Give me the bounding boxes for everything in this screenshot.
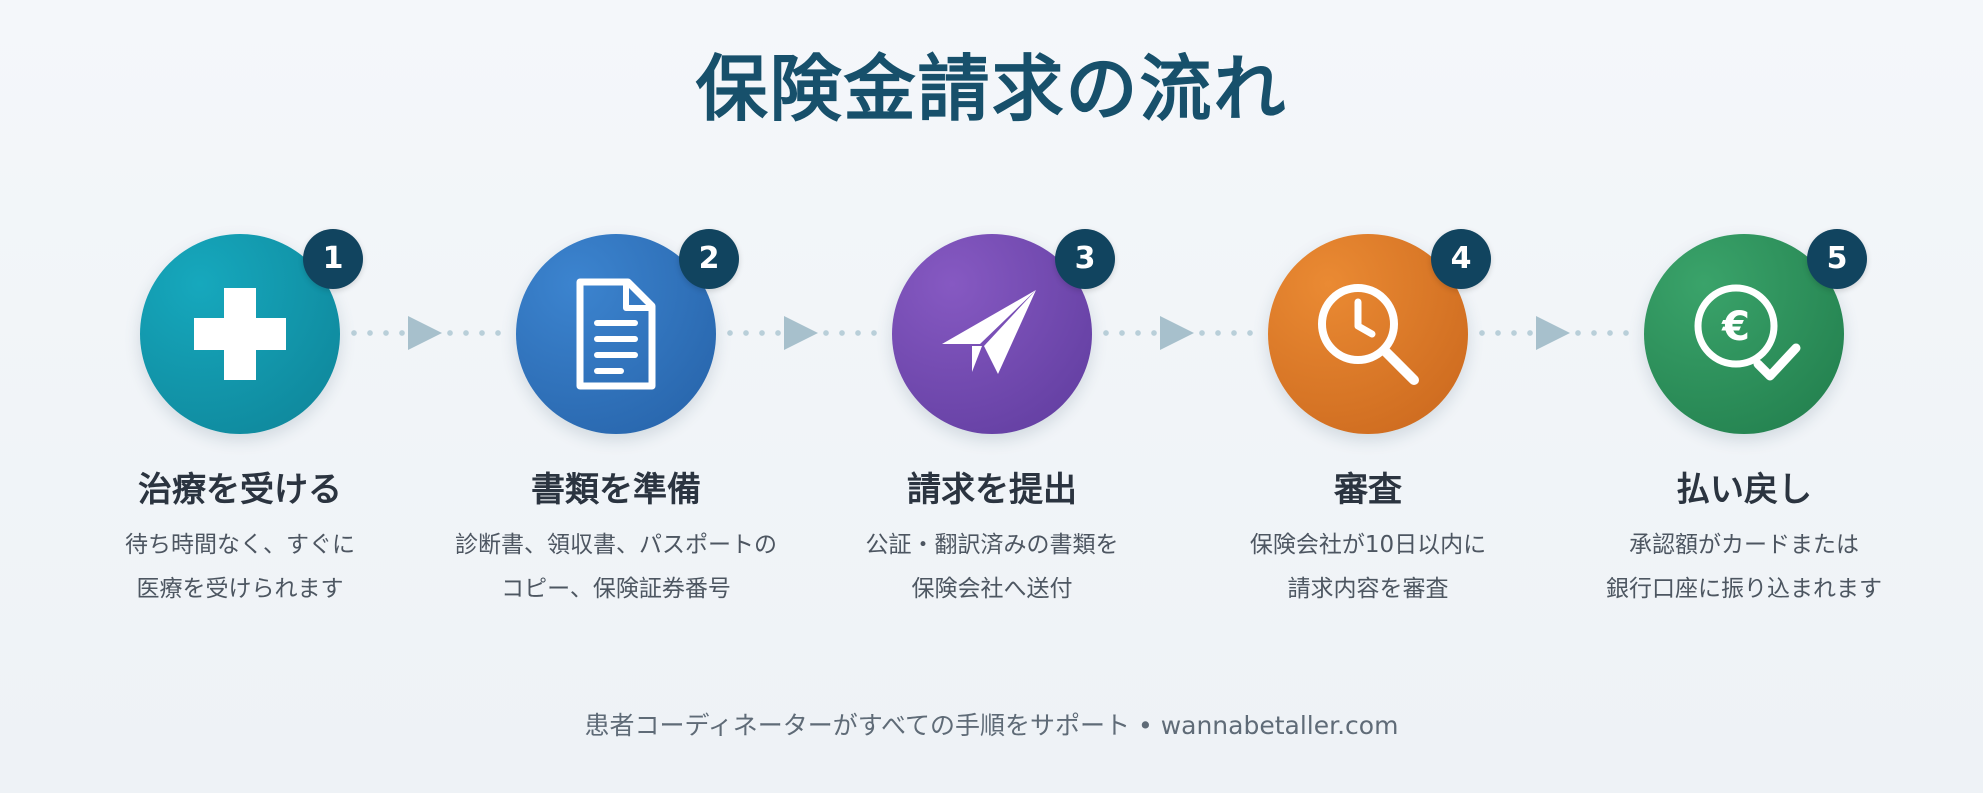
step-description-line: 銀行口座に振り込まれます xyxy=(1606,576,1882,602)
step-title: 払い戻し xyxy=(1676,470,1812,510)
step-description: 診断書、領収書、パスポートの コピー、保険証券番号 xyxy=(426,523,806,611)
clock-magnifier-icon xyxy=(1318,284,1419,385)
step-number-badge: 5 xyxy=(1807,229,1867,289)
step-4-circle: 4 xyxy=(1268,229,1491,434)
step-description-line: コピー、保険証券番号 xyxy=(501,576,731,602)
step-description: 公証・翻訳済みの書類を 保険会社へ送付 xyxy=(802,523,1182,611)
step-title: 書類を準備 xyxy=(531,470,701,510)
step-title: 審査 xyxy=(1334,470,1402,510)
step-title: 請求を提出 xyxy=(907,470,1077,510)
step-description-line: 待ち時間なく、すぐに xyxy=(125,532,355,558)
step-description-line: 公証・翻訳済みの書類を xyxy=(865,532,1119,558)
step-1-circle: 1 xyxy=(140,229,363,434)
step-number-badge: 1 xyxy=(303,229,363,289)
step-description-line: 保険会社が10日以内に xyxy=(1249,532,1487,558)
step-description: 承認額がカードまたは 銀行口座に振り込まれます xyxy=(1554,523,1934,611)
step-description-line: 診断書、領収書、パスポートの xyxy=(455,532,777,558)
step-description: 保険会社が10日以内に 請求内容を審査 xyxy=(1178,523,1558,611)
euro-check-icon: € xyxy=(1694,284,1801,381)
step-description-line: 保険会社へ送付 xyxy=(911,576,1073,602)
arrow-right-icon xyxy=(1536,316,1570,350)
step-description-line: 医療を受けられます xyxy=(136,576,344,602)
step-description-line: 請求内容を審査 xyxy=(1287,576,1449,602)
arrow-right-icon xyxy=(1160,316,1194,350)
svg-text:€: € xyxy=(1721,304,1750,350)
arrow-right-icon xyxy=(784,316,818,350)
step-5: € 5 払い戻し 承認額がカードまたは 銀行口座に振り込まれます xyxy=(1554,229,1934,611)
step-2-circle: 2 xyxy=(516,229,739,434)
connector-2-3 xyxy=(722,316,882,350)
step-number-badge: 2 xyxy=(679,229,739,289)
paper-plane-icon xyxy=(942,290,1036,374)
page-title: 保険金請求の流れ xyxy=(695,47,1288,131)
arrow-right-icon xyxy=(408,316,442,350)
medical-cross-icon xyxy=(194,288,286,380)
step-description: 待ち時間なく、すぐに 医療を受けられます xyxy=(50,523,430,611)
connector-3-4 xyxy=(1098,316,1258,350)
step-1: 1 治療を受ける 待ち時間なく、すぐに 医療を受けられます xyxy=(50,229,430,611)
step-number-badge: 3 xyxy=(1055,229,1115,289)
step-3: 3 請求を提出 公証・翻訳済みの書類を 保険会社へ送付 xyxy=(802,229,1182,611)
step-2: 2 書類を準備 診断書、領収書、パスポートの コピー、保険証券番号 xyxy=(426,229,806,611)
step-title: 治療を受ける xyxy=(138,470,342,510)
step-4: 4 審査 保険会社が10日以内に 請求内容を審査 xyxy=(1178,229,1558,611)
connector-4-5 xyxy=(1474,316,1634,350)
document-icon xyxy=(576,278,656,390)
step-3-circle: 3 xyxy=(892,229,1115,434)
step-number-badge: 4 xyxy=(1431,229,1491,289)
step-5-circle: € 5 xyxy=(1644,229,1867,434)
connector-1-2 xyxy=(346,316,506,350)
step-description-line: 承認額がカードまたは xyxy=(1629,532,1859,558)
footer-note: 患者コーディネーターがすべての手順をサポート • wannabetaller.c… xyxy=(584,711,1399,740)
